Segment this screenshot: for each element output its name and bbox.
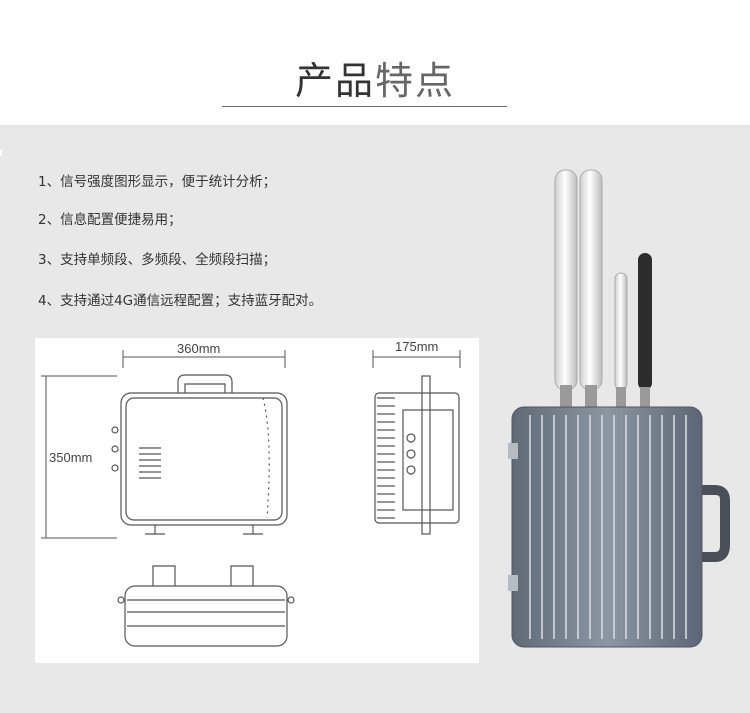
antenna-1 xyxy=(554,169,578,391)
product-photo xyxy=(490,165,750,665)
dimension-drawing: 360mm 350mm 175mm xyxy=(35,338,479,663)
header: 产品特点 xyxy=(0,0,750,125)
feature-item-4: 4、支持通过4G通信远程配置；支持蓝牙配对。 xyxy=(38,293,323,309)
page-title: 产品特点 xyxy=(0,50,750,105)
title-part2: 特点 xyxy=(375,59,456,103)
feature-item-1: 1、信号强度图形显示，便于统计分析； xyxy=(38,174,277,190)
side-view-outline xyxy=(374,375,460,535)
antenna-4 xyxy=(638,253,652,390)
technical-drawing: 360mm 350mm 175mm xyxy=(41,339,461,647)
antenna-2 xyxy=(579,169,603,391)
antenna-3 xyxy=(614,272,628,391)
panel-edge-marker xyxy=(0,150,2,156)
feature-item-2: 2、信息配置便捷易用； xyxy=(38,212,182,228)
feature-item-3: 3、支持单频段、多频段、全频段扫描； xyxy=(38,252,277,268)
carry-handle xyxy=(695,485,730,562)
front-view-outline xyxy=(111,374,288,535)
width-dimension-label: 360mm xyxy=(177,341,220,356)
device-illustration xyxy=(508,169,730,648)
height-dimension-label: 350mm xyxy=(49,450,92,465)
title-part1: 产品 xyxy=(294,59,375,103)
device-body xyxy=(511,406,703,648)
depth-dimension-label: 175mm xyxy=(395,339,438,354)
top-view-outline xyxy=(117,565,295,647)
title-underline xyxy=(222,106,507,107)
